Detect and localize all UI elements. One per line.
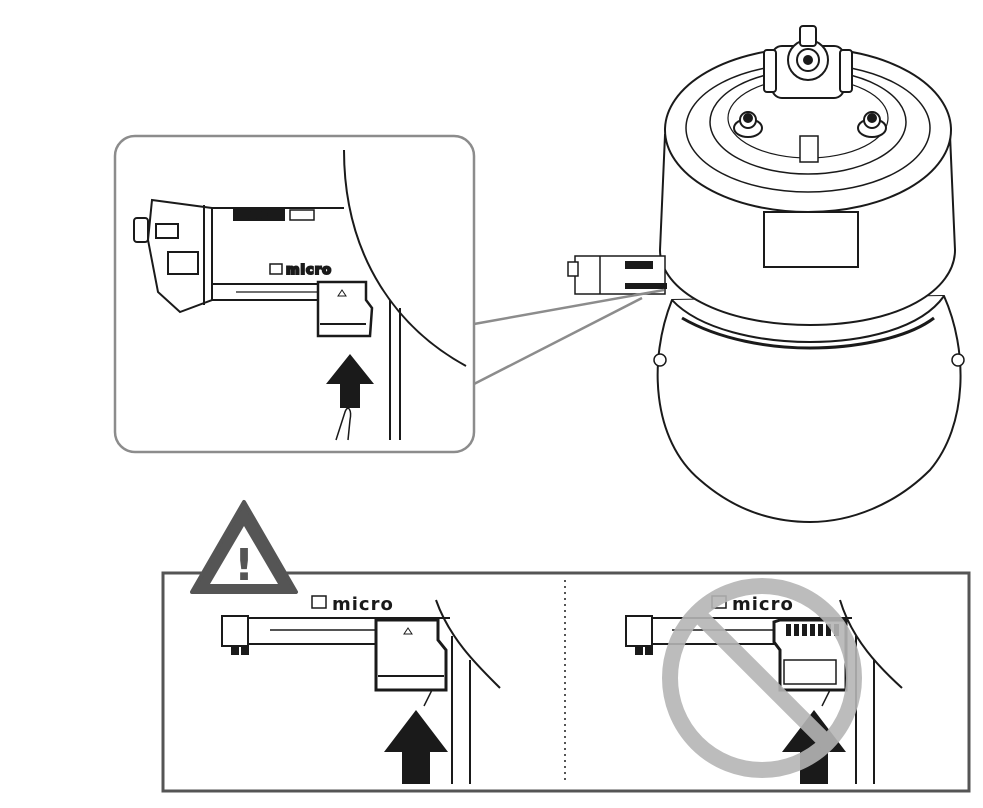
left-micro-label: micro bbox=[332, 594, 394, 615]
incorrect-orientation-panel: micro bbox=[625, 594, 903, 784]
correct-microsd-card bbox=[374, 618, 448, 692]
camera-dome bbox=[656, 294, 962, 524]
left-insert-arrow[interactable] bbox=[384, 710, 448, 784]
warning-triangle-icon: ! bbox=[190, 500, 298, 594]
callout-microsd-card bbox=[316, 280, 374, 338]
ptz-camera bbox=[567, 25, 965, 524]
camera-label-panel bbox=[763, 211, 859, 268]
callout-slot-detail: RESET micro bbox=[133, 149, 467, 441]
mount-bolt-left bbox=[733, 111, 763, 138]
reset-label-plate bbox=[233, 207, 285, 221]
dome-screw-right bbox=[951, 353, 965, 367]
warning-glyph: ! bbox=[234, 540, 254, 591]
callout-micro-label: micro bbox=[286, 263, 332, 278]
callout-insert-arrow[interactable] bbox=[326, 354, 374, 408]
sd-card-logo-icon bbox=[311, 595, 327, 609]
callout-housing-curve bbox=[343, 149, 467, 367]
callout-connector bbox=[473, 288, 665, 386]
camera-card-tray bbox=[567, 255, 667, 295]
right-micro-label: micro bbox=[732, 594, 794, 615]
mount-bolt-right bbox=[857, 111, 887, 138]
sd-card-logo-icon bbox=[269, 263, 283, 275]
reset-label: RESET bbox=[245, 211, 273, 221]
prohibited-circle-icon bbox=[662, 578, 862, 778]
dome-screw-left bbox=[653, 353, 667, 367]
correct-orientation-panel: micro bbox=[221, 594, 501, 784]
